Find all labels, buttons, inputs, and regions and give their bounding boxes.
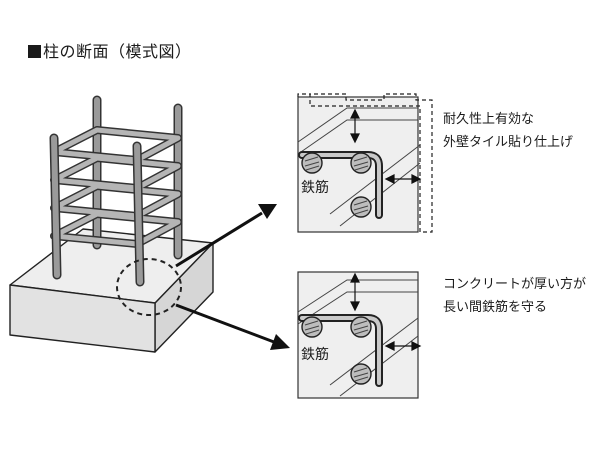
rebar-label-bottom: 鉄筋: [301, 347, 329, 363]
note-tile-finish-line1: 耐久性上有効な: [443, 112, 535, 127]
note-tile-finish-line2: 外壁タイル貼り仕上げ: [443, 135, 574, 150]
note-tile-finish: 耐久性上有効な 外壁タイル貼り仕上げ: [443, 108, 573, 154]
pointer-arrows: [175, 204, 290, 350]
detail-box-tile-finish: [297, 93, 433, 233]
focus-circle: [116, 258, 182, 316]
title-text: 柱の断面（模式図）: [43, 42, 192, 61]
concrete-base: [9, 228, 214, 353]
rebar-cage: [49, 95, 183, 287]
rebar-label-top: 鉄筋: [301, 180, 329, 196]
detail-box-thick-concrete: [297, 271, 422, 399]
note-thick-concrete: コンクリートが厚い方が 長い間鉄筋を守る: [443, 273, 586, 319]
title-bullet-icon: [28, 45, 41, 58]
diagram-title: 柱の断面（模式図）: [28, 38, 192, 62]
note-thick-concrete-line2: 長い間鉄筋を守る: [443, 300, 548, 315]
note-thick-concrete-line1: コンクリートが厚い方が: [443, 277, 587, 292]
